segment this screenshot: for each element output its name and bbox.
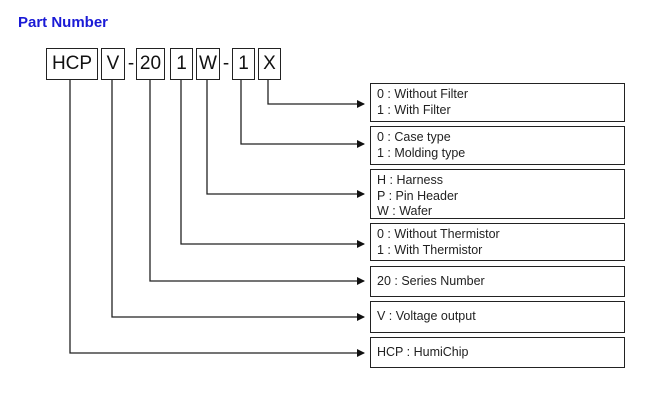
line-series [149,80,365,285]
desc-connector-line: P : Pin Header [377,188,459,203]
desc-thermistor: 0 : Without Thermistor 1 : With Thermist… [370,223,625,261]
desc-series-line: 20 : Series Number [377,273,485,288]
desc-thermistor-line: 0 : Without Thermistor [377,227,500,241]
line-filter [267,80,365,108]
desc-connector: H : Harness P : Pin Header W : Wafer [370,169,625,219]
line-hcp [69,80,365,357]
desc-filter-line: 1 : With Filter [377,102,451,117]
desc-connector-line: H : Harness [377,173,443,187]
desc-case: 0 : Case type 1 : Molding type [370,126,625,165]
desc-series: 20 : Series Number [370,266,625,297]
desc-v: V : Voltage output [370,301,625,333]
segment-v: V [101,48,125,80]
desc-filter: 0 : Without Filter 1 : With Filter [370,83,625,122]
line-thermistor [180,80,365,248]
segment-dash-1: - [127,53,135,74]
desc-hcp-line: HCP : HumiChip [377,344,469,359]
desc-case-line: 0 : Case type [377,130,451,144]
segment-dash-2: - [222,53,230,74]
desc-hcp: HCP : HumiChip [370,337,625,368]
part-number-title: Part Number [18,14,109,31]
desc-v-line: V : Voltage output [377,309,476,324]
desc-thermistor-line: 1 : With Thermistor [377,242,483,257]
segment-case: 1 [232,48,255,80]
segment-filter: X [258,48,281,80]
desc-connector-line: W : Wafer [377,204,433,218]
desc-filter-line: 0 : Without Filter [377,87,468,101]
segment-connector: W [196,48,220,80]
desc-case-line: 1 : Molding type [377,145,466,160]
segment-hcp: HCP [46,48,98,80]
line-case [240,80,365,148]
line-connector [206,80,365,198]
segment-thermistor: 1 [170,48,193,80]
line-v [111,80,365,321]
segment-series: 20 [136,48,165,80]
